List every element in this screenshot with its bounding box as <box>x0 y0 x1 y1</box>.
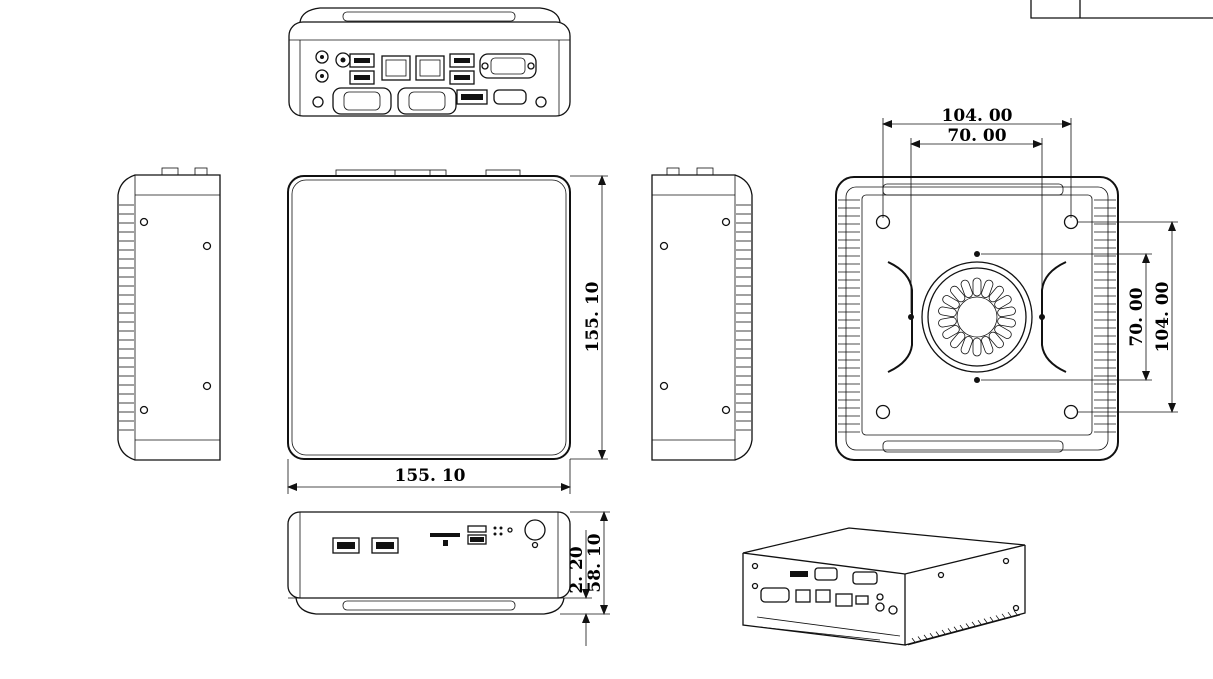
fan-vent-slot <box>938 306 957 318</box>
fan-vent-slot <box>972 337 982 357</box>
heatsink-fin <box>995 615 1000 620</box>
dim-foot-height: 2. 20 <box>567 546 587 593</box>
heatsink-fin <box>911 637 916 643</box>
fan-vent-slot <box>997 316 1016 328</box>
fan-vent-slot <box>960 336 973 355</box>
fan-vent-slot <box>981 336 994 355</box>
right-side-view <box>651 167 753 461</box>
fan-vent-slot <box>972 277 982 297</box>
heatsink-fin <box>989 616 994 622</box>
heatsink-fin <box>1013 610 1018 615</box>
isometric-view <box>742 527 1026 646</box>
fan-vent-slot <box>942 325 960 339</box>
dim-body-height: 58. 10 <box>585 533 605 592</box>
heatsink-fin <box>935 631 940 636</box>
fan-vent-slot <box>994 325 1012 339</box>
fan-vent-slot <box>938 316 957 328</box>
dim-front-height: 155. 10 <box>583 281 603 352</box>
heatsink-fin <box>917 636 922 641</box>
heatsink-fin <box>959 624 964 630</box>
dim-hole-outer-h: 104. 00 <box>942 106 1013 126</box>
heatsink-fin <box>1001 613 1006 619</box>
fan-vent-slot <box>960 279 973 298</box>
dim-hole-inner-v: 70. 00 <box>1127 287 1147 346</box>
bottom-view: 104. 00 70. 00 70. 00 104. 00 <box>835 106 1178 461</box>
heatsink-fin <box>929 633 934 638</box>
heatsink-fin <box>941 629 946 635</box>
heatsink-fin <box>923 634 928 640</box>
fan-vent-slot <box>950 285 966 303</box>
heatsink-fin <box>947 628 952 633</box>
fan-vent-slot <box>997 306 1016 318</box>
fan-vent-slot <box>994 295 1012 309</box>
rear-io-view <box>288 7 571 117</box>
heatsink-fin <box>1007 611 1012 617</box>
left-side-view <box>117 167 221 461</box>
top-view: 155. 10 155. 10 <box>287 169 608 494</box>
dim-hole-inner-h: 70. 00 <box>947 126 1006 146</box>
fan-vent-slot <box>988 285 1004 303</box>
front-io-view: 2. 20 58. 10 <box>287 511 610 646</box>
heatsink-fin <box>983 618 988 623</box>
dim-front-width: 155. 10 <box>395 466 466 486</box>
heatsink-fin <box>977 620 982 625</box>
fan-vent-slot <box>950 331 966 349</box>
heatsink-fin <box>971 621 976 627</box>
dim-hole-outer-v: 104. 00 <box>1153 281 1173 352</box>
title-block-corner <box>1030 0 1213 19</box>
fan-vent-slot <box>942 295 960 309</box>
fan-vent-slot <box>988 331 1004 349</box>
fan-vent-slot <box>981 279 994 298</box>
heatsink-fin <box>953 626 958 632</box>
heatsink-fin <box>965 623 970 628</box>
